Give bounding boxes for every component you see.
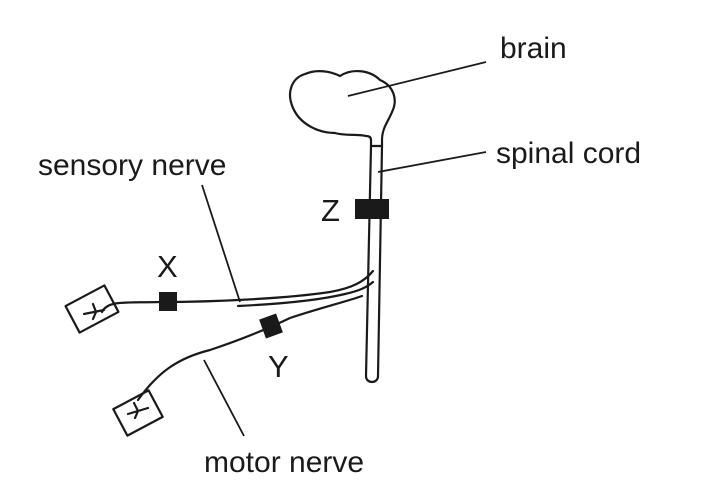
spinal-cord xyxy=(364,144,384,384)
sensory-nerve-inner-line xyxy=(236,280,375,308)
receptor-box xyxy=(64,284,120,334)
z-label: Z xyxy=(321,193,340,228)
motor-nerve-leader-line xyxy=(203,359,245,437)
effector-box xyxy=(112,389,164,437)
x-label: X xyxy=(157,249,178,284)
brain-shape xyxy=(288,70,396,148)
motor-nerve-label: motor nerve xyxy=(204,446,364,479)
brain-leader-line xyxy=(347,61,487,97)
spinal-cord-label: spinal cord xyxy=(496,137,641,170)
sensory-nerve-label: sensory nerve xyxy=(38,149,226,182)
y-label: Y xyxy=(268,349,289,384)
sensory-nerve-leader-line xyxy=(201,184,241,303)
sensory-nerve-line xyxy=(100,269,375,314)
block-y xyxy=(259,313,283,339)
block-z xyxy=(355,199,389,219)
block-x xyxy=(159,292,177,311)
brain-label: brain xyxy=(500,32,567,65)
spinal-cord-leader-line xyxy=(377,151,487,173)
motor-nerve-line xyxy=(136,294,364,402)
